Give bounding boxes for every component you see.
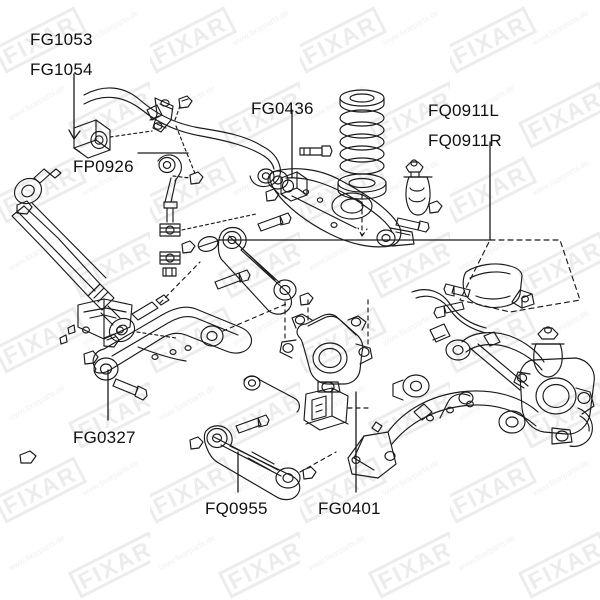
part-lower-control-arm — [267, 168, 415, 248]
part-knuckle-bushing — [303, 387, 349, 431]
part-small-link — [243, 375, 300, 413]
assembly-guide-trailing-arm — [159, 261, 287, 332]
part-stabilizer-link — [157, 154, 182, 277]
assembly-guide-spring — [357, 193, 368, 237]
assembly-guide-link — [181, 213, 257, 231]
part-knuckle — [279, 313, 373, 393]
part-stabilizer-bar — [83, 87, 282, 188]
part-trailing-arm-bushing — [280, 171, 308, 202]
part-bolt-lower-arm-2 — [395, 217, 430, 233]
part-label-fg0436[interactable]: FG0436 — [251, 99, 314, 118]
part-shock-absorber — [11, 168, 170, 348]
part-stabilizer-bracket — [152, 97, 174, 133]
assembly-guide-shield-box — [459, 239, 581, 313]
part-nut-lower-arm — [428, 200, 443, 214]
part-small-bushing-left — [19, 450, 37, 464]
part-nut-fg0436 — [265, 188, 280, 202]
part-subframe-assembly — [347, 289, 595, 479]
part-label-fg0401[interactable]: FG0401 — [318, 499, 381, 518]
part-upper-control-arm — [181, 212, 314, 315]
part-bolt-assembly — [433, 301, 465, 319]
part-dust-shield — [462, 263, 535, 309]
part-label-fq0955[interactable]: FQ0955 — [205, 499, 268, 518]
assembly-guides-knuckle — [307, 299, 369, 409]
part-trailing-arm — [59, 298, 253, 401]
part-label-fq0911l[interactable]: FQ0911L — [428, 101, 500, 120]
assembly-guide-shock — [136, 331, 177, 339]
assembly-guides-stabilizer — [109, 105, 197, 179]
part-label-fp0926[interactable]: FP0926 — [73, 157, 134, 176]
part-toe-control-arm — [189, 414, 317, 501]
part-label-fq0911r[interactable]: FQ0911R — [428, 131, 502, 150]
part-bolt-lower-arm — [299, 145, 333, 157]
part-nut-stabilizer — [189, 171, 204, 185]
part-coil-spring — [337, 89, 387, 200]
part-label-fg1053[interactable]: FG1053 — [30, 30, 93, 49]
assembly-guide-toe-arm — [299, 451, 337, 473]
part-label-fg0327[interactable]: FG0327 — [73, 428, 136, 447]
part-ball-joint — [403, 159, 433, 216]
part-bolt-shield — [443, 283, 471, 298]
part-label-fg1054[interactable]: FG1054 — [30, 60, 93, 79]
part-stabilizer-bar-bushing — [73, 119, 111, 159]
